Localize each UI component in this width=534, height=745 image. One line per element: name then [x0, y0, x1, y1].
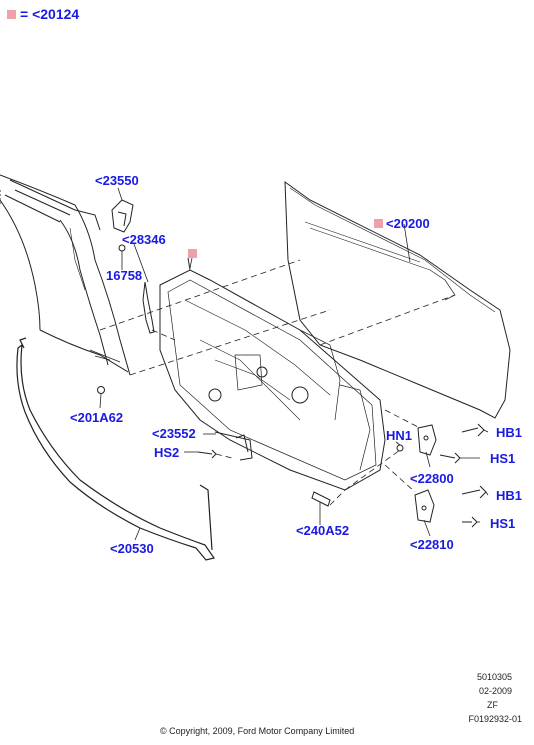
hinge-22810-drawing	[414, 489, 435, 523]
callout-16758: 16758	[106, 268, 143, 283]
marker-square-door	[188, 249, 197, 258]
callout-22800: <22800	[410, 471, 454, 486]
callout-201A62: <201A62	[70, 410, 124, 425]
callout-HS2: HS2	[154, 445, 180, 460]
callout-23552: <23552	[152, 426, 196, 441]
footer-part-code: 5010305	[476, 672, 512, 682]
callout-HB1-bottom: HB1	[496, 488, 523, 503]
callout-240A52: <240A52	[296, 523, 350, 538]
callout-22810: <22810	[410, 537, 454, 552]
footer-date: 02-2009	[478, 686, 512, 696]
door-inner-panel-drawing	[159, 257, 386, 491]
leader-lines	[99, 187, 489, 541]
door-outer-skin-drawing	[284, 180, 511, 419]
seal-strip-28346-drawing	[142, 281, 155, 334]
callout-HS1-top: HS1	[490, 451, 516, 466]
striker-240A52-drawing	[311, 491, 331, 507]
clip-201A62-drawing	[97, 386, 105, 394]
hinge-clip-drawing	[111, 199, 134, 233]
bolt-HS2-drawing	[197, 449, 217, 459]
callout-HB1-top: HB1	[496, 425, 523, 440]
weatherstrip-20530-drawing	[16, 343, 215, 561]
callout-20200: <20200	[374, 216, 430, 231]
legend-text: = <20124	[20, 6, 80, 22]
alignment-lines	[99, 259, 456, 506]
callout-HS1-bottom: HS1	[490, 516, 516, 531]
callout-23550: <23550	[95, 173, 139, 188]
body-frame-drawing	[0, 174, 131, 376]
footer-copyright: © Copyright, 2009, Ford Motor Company Li…	[160, 726, 355, 736]
callout-HN1: HN1	[386, 428, 413, 443]
hinge-22800-drawing	[417, 424, 437, 456]
callout-28346: <28346	[122, 232, 166, 247]
marker-square	[7, 10, 16, 19]
check-strap-drawing	[214, 431, 253, 461]
callout-20530: <20530	[110, 541, 154, 556]
footer-region: ZF	[487, 700, 498, 710]
footer-figure-id: F0192932-01	[468, 714, 522, 724]
